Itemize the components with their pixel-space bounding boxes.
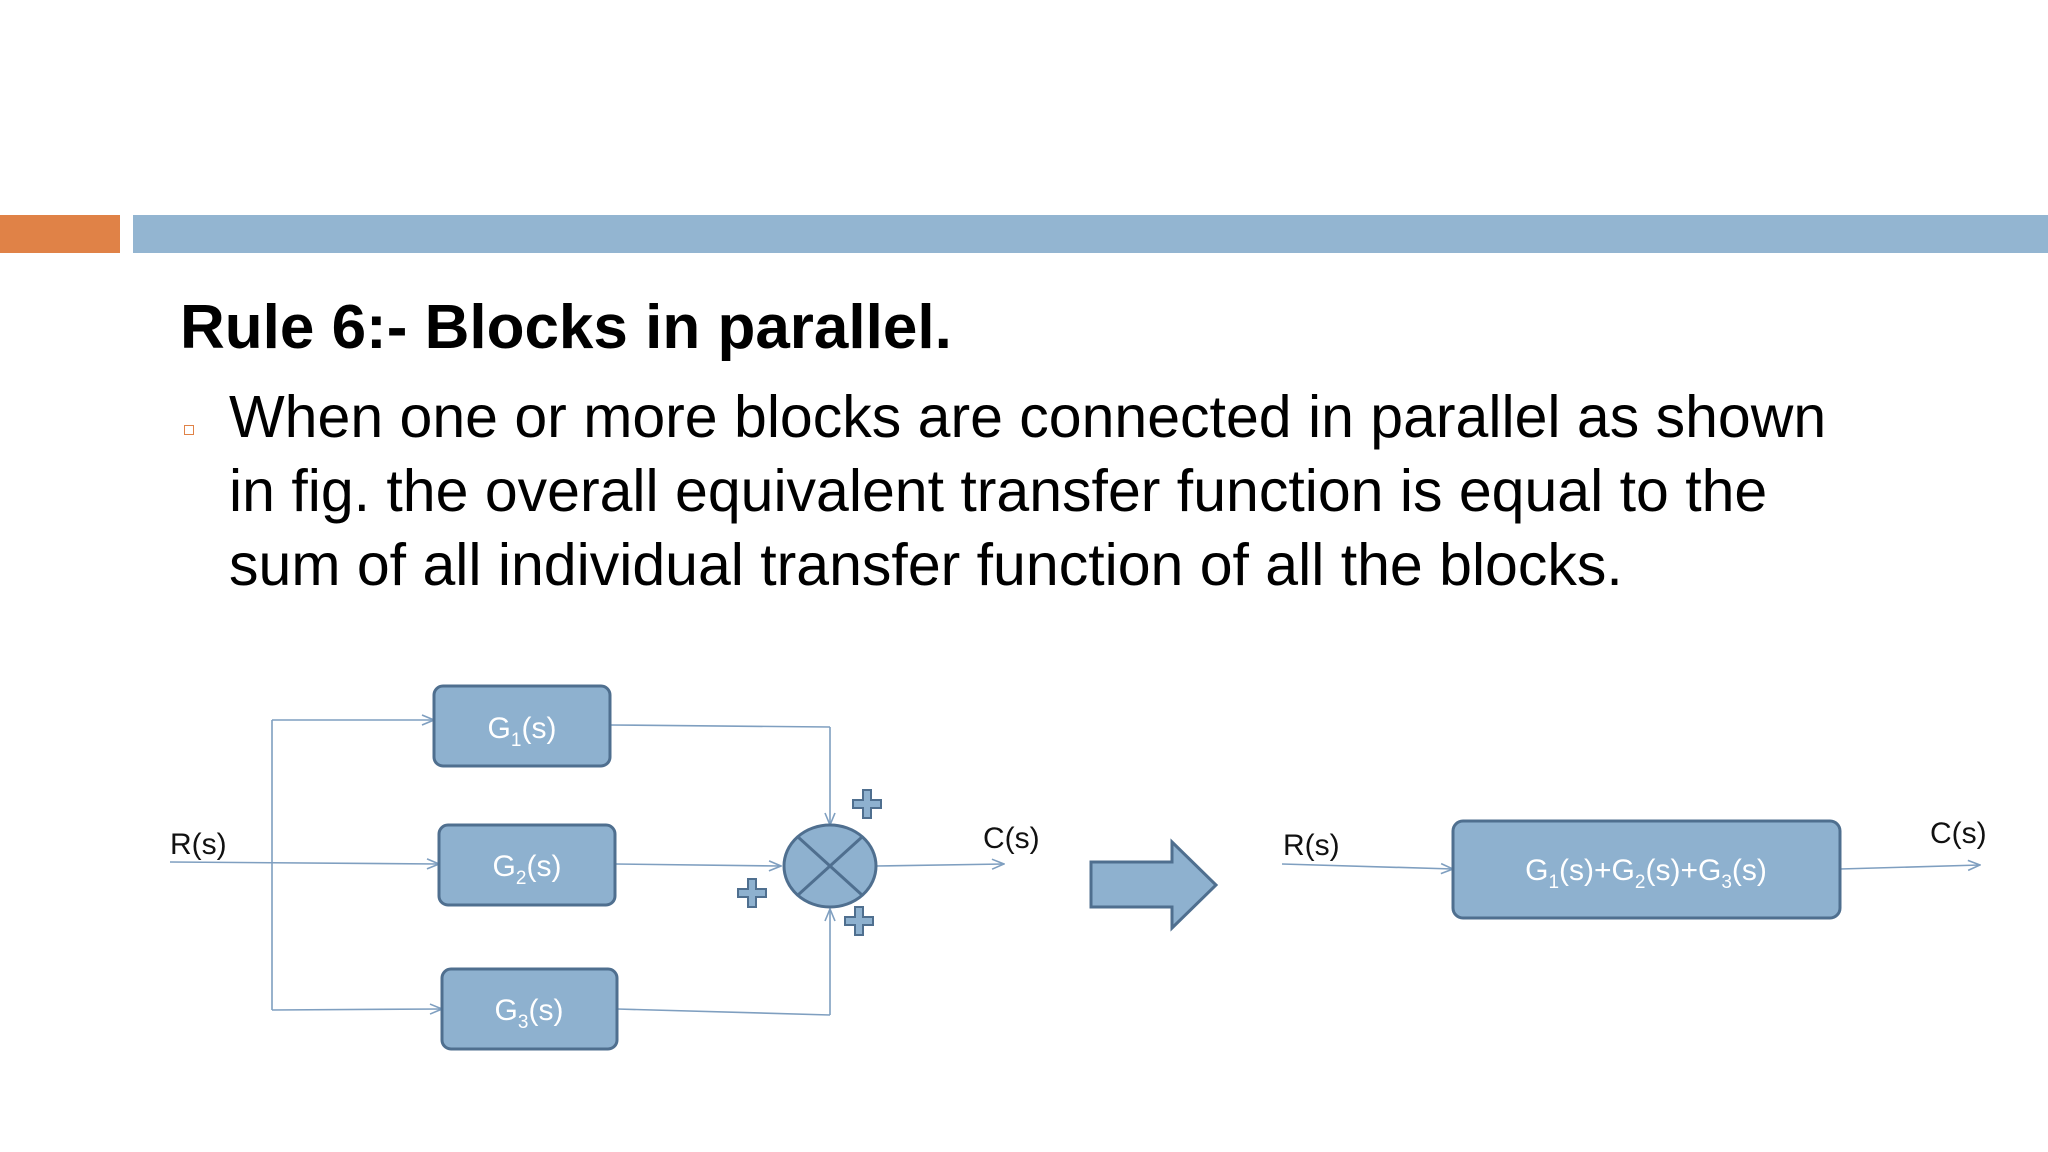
equivalent-output-label: C(s): [1930, 817, 1987, 850]
g1-output-line: [609, 724, 831, 728]
output-label: C(s): [983, 822, 1040, 855]
summing-junction: [782, 823, 878, 909]
bullet-line: When one or more blocks are connected in…: [229, 384, 1827, 450]
plus-sign-left: [737, 878, 767, 908]
block-g2: G2(s): [437, 823, 617, 907]
equivalent-wiring: [1281, 864, 1980, 869]
bullet-square-icon: [184, 425, 194, 435]
equivalent-block: G1(s)+G2(s)+G3(s): [1451, 819, 1842, 920]
plus-sign-bottom: [844, 906, 874, 936]
input-line: [169, 862, 439, 864]
g3-output-line: [616, 1008, 831, 1016]
block-g3-label: G3(s): [495, 994, 564, 1033]
input-label: R(s): [170, 828, 227, 861]
bullet-line: in fig. the overall equivalent transfer …: [229, 458, 1768, 524]
equivalent-block-label: G1(s)+G2(s)+G3(s): [1525, 854, 1767, 893]
transform-arrow-icon: [1089, 838, 1219, 932]
parallel-wiring: [169, 720, 1004, 1016]
g2-output-line: [614, 864, 781, 866]
bullet-line: sum of all individual transfer function …: [229, 532, 1623, 598]
plus-sign-top: [852, 789, 882, 819]
block-g2-label: G2(s): [493, 850, 562, 889]
slide-title: Rule 6:- Blocks in parallel.: [180, 293, 952, 362]
equivalent-input-label: R(s): [1283, 829, 1340, 862]
equivalent-input-line: [1281, 864, 1453, 869]
header-bar: [133, 215, 2048, 253]
block-g1-label: G1(s): [488, 712, 557, 751]
block-g3: G3(s): [440, 967, 619, 1051]
block-g1: G1(s): [432, 684, 612, 768]
accent-bar: [0, 215, 120, 253]
sum-output-line: [875, 864, 1004, 866]
branch-line-bottom: [271, 1009, 442, 1010]
bullet-paragraph: When one or more blocks are connected in…: [229, 380, 2029, 602]
equivalent-output-line: [1839, 865, 1980, 869]
